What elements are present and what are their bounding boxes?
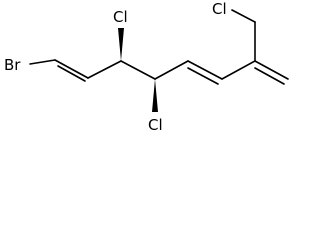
bond-c6-c7 xyxy=(221,60,256,80)
bond-c1-c2-second-line xyxy=(57,65,86,82)
bond-c7-ch2 xyxy=(254,60,289,80)
chlorine-atom-label-3: Cl xyxy=(212,0,227,18)
bond-br-c1 xyxy=(29,59,56,65)
wedge-bond-c3-cl xyxy=(118,28,124,61)
bond-c8-cl xyxy=(231,9,256,23)
bond-c5-c6-second-line xyxy=(187,67,219,85)
chlorine-atom-label-1: Cl xyxy=(113,8,128,26)
bond-c4-c5 xyxy=(154,60,189,80)
bond-c3-c4 xyxy=(120,60,156,80)
wedge-bond-c4-cl xyxy=(152,79,158,112)
bond-c2-c3 xyxy=(87,60,122,79)
molecule-structure-diagram: Br Cl Cl Cl xyxy=(4,0,289,134)
bond-c1-c2 xyxy=(54,59,89,79)
chlorine-atom-label-2: Cl xyxy=(148,116,163,134)
bromine-atom-label: Br xyxy=(4,56,21,74)
bond-c5-c6 xyxy=(187,60,223,80)
bond-layer xyxy=(29,9,289,112)
bond-c7-ch2-second-line xyxy=(254,67,285,85)
